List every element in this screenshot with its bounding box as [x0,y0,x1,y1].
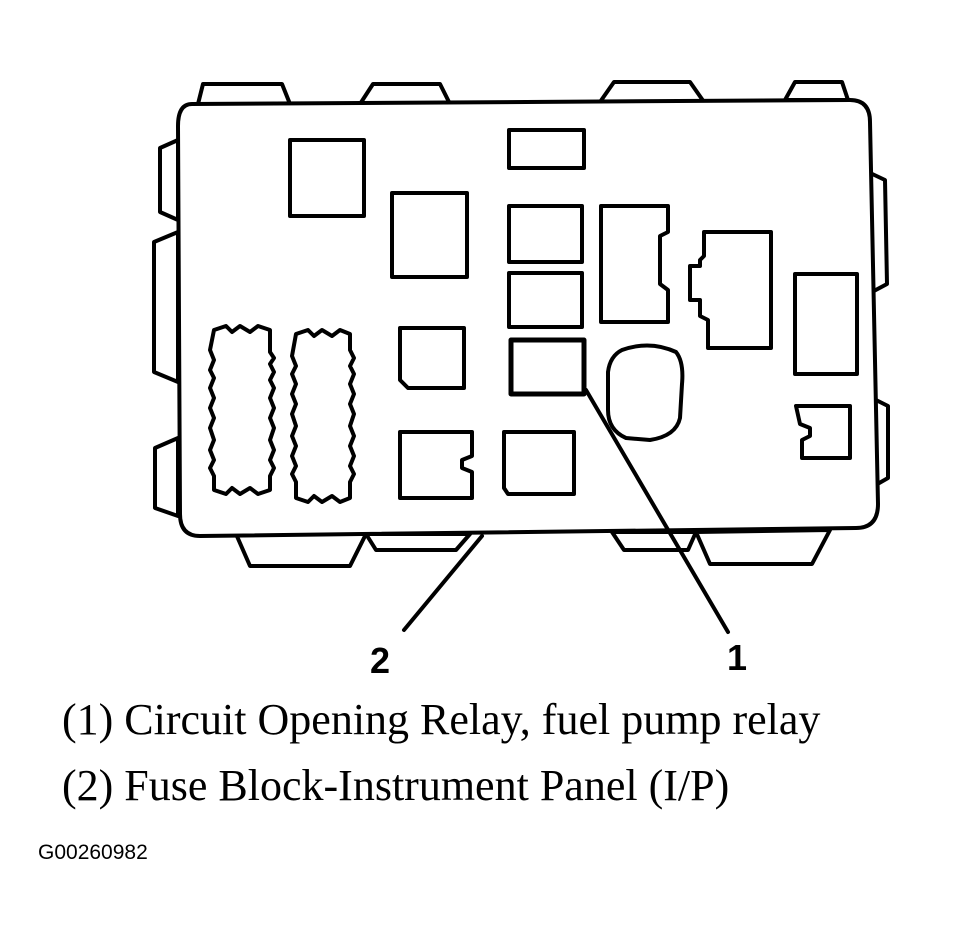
circuit-opening-relay [508,337,587,397]
relay-socket-a [288,138,366,218]
fuse-slot-top [507,128,586,170]
bottom-tabs [234,528,832,568]
fuse-block-housing [176,98,880,538]
leader-line-2 [402,534,484,632]
legend-item-1: (1) Circuit Opening Relay, fuel pump rel… [62,695,821,744]
connector-left-2 [290,328,356,504]
relay-socket-c [398,326,466,390]
relay-socket-tall [599,204,670,324]
relay-socket-right [793,272,859,376]
relay-socket-d [398,430,474,500]
legend-item-2: (2) Fuse Block-Instrument Panel (I/P) [62,761,730,810]
connector-small-right [794,404,852,460]
connector-notched [688,230,773,350]
leader-line-1 [584,388,730,634]
fuse-slot-center-2 [507,271,584,329]
relay-socket-e [502,430,576,496]
connector-round [606,343,685,442]
callout-label-1: 1 [727,637,748,678]
fuse-slot-center-1 [507,204,584,264]
relay-socket-b [390,191,469,279]
connector-left-1 [208,324,276,496]
figure-id: G00260982 [38,841,148,864]
left-tabs [152,138,180,518]
callout-label-2: 2 [370,640,391,681]
